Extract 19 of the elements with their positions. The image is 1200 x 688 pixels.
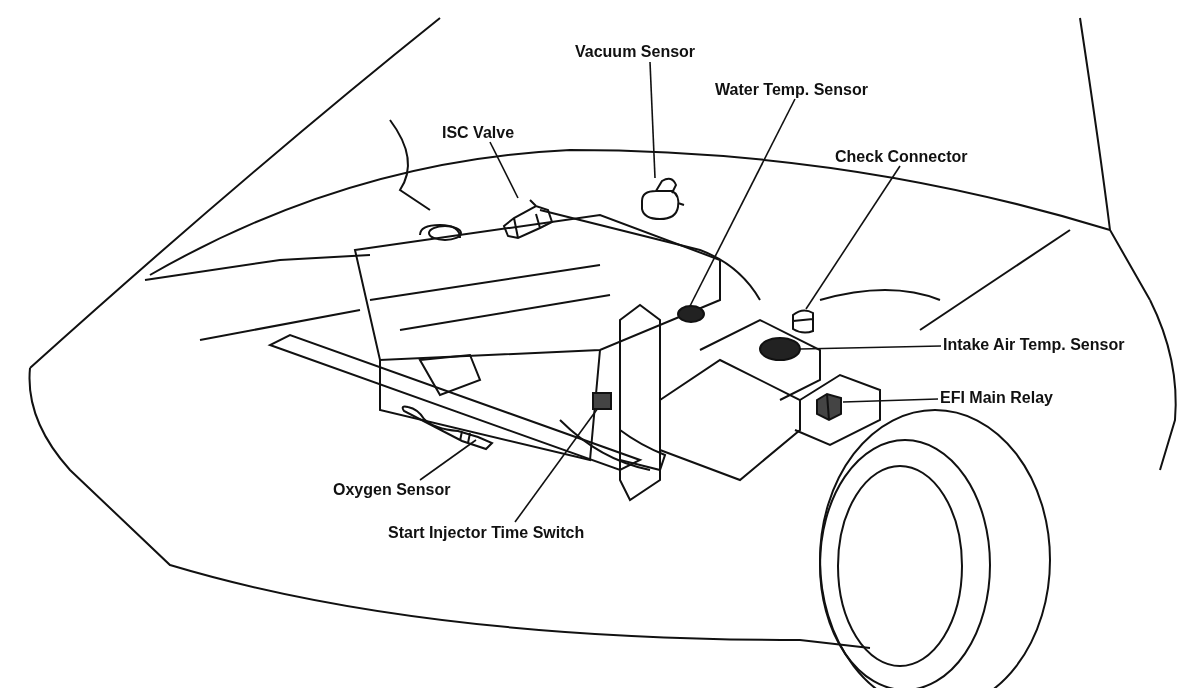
switch-drawing <box>590 390 614 412</box>
leader-line <box>842 398 939 403</box>
leader-line <box>419 439 477 481</box>
leader-line <box>514 407 599 523</box>
part-label: Start Injector Time Switch <box>388 524 585 542</box>
part-label: Intake Air Temp. Sensor <box>943 336 1125 354</box>
temperature-sensor-drawing <box>758 335 802 363</box>
part-label: Oxygen Sensor <box>333 481 451 499</box>
part-label: Check Connector <box>835 148 968 166</box>
part-label: EFI Main Relay <box>940 389 1053 407</box>
leader-line <box>689 98 796 307</box>
temperature-sensor-drawing <box>676 303 706 325</box>
part-label: Water Temp. Sensor <box>715 81 868 99</box>
part-label: ISC Valve <box>442 124 515 142</box>
leader-line <box>649 61 656 179</box>
leader-line <box>805 165 901 310</box>
relay-drawing <box>813 390 845 422</box>
part-label: Vacuum Sensor <box>575 43 696 61</box>
leader-line <box>489 141 519 199</box>
